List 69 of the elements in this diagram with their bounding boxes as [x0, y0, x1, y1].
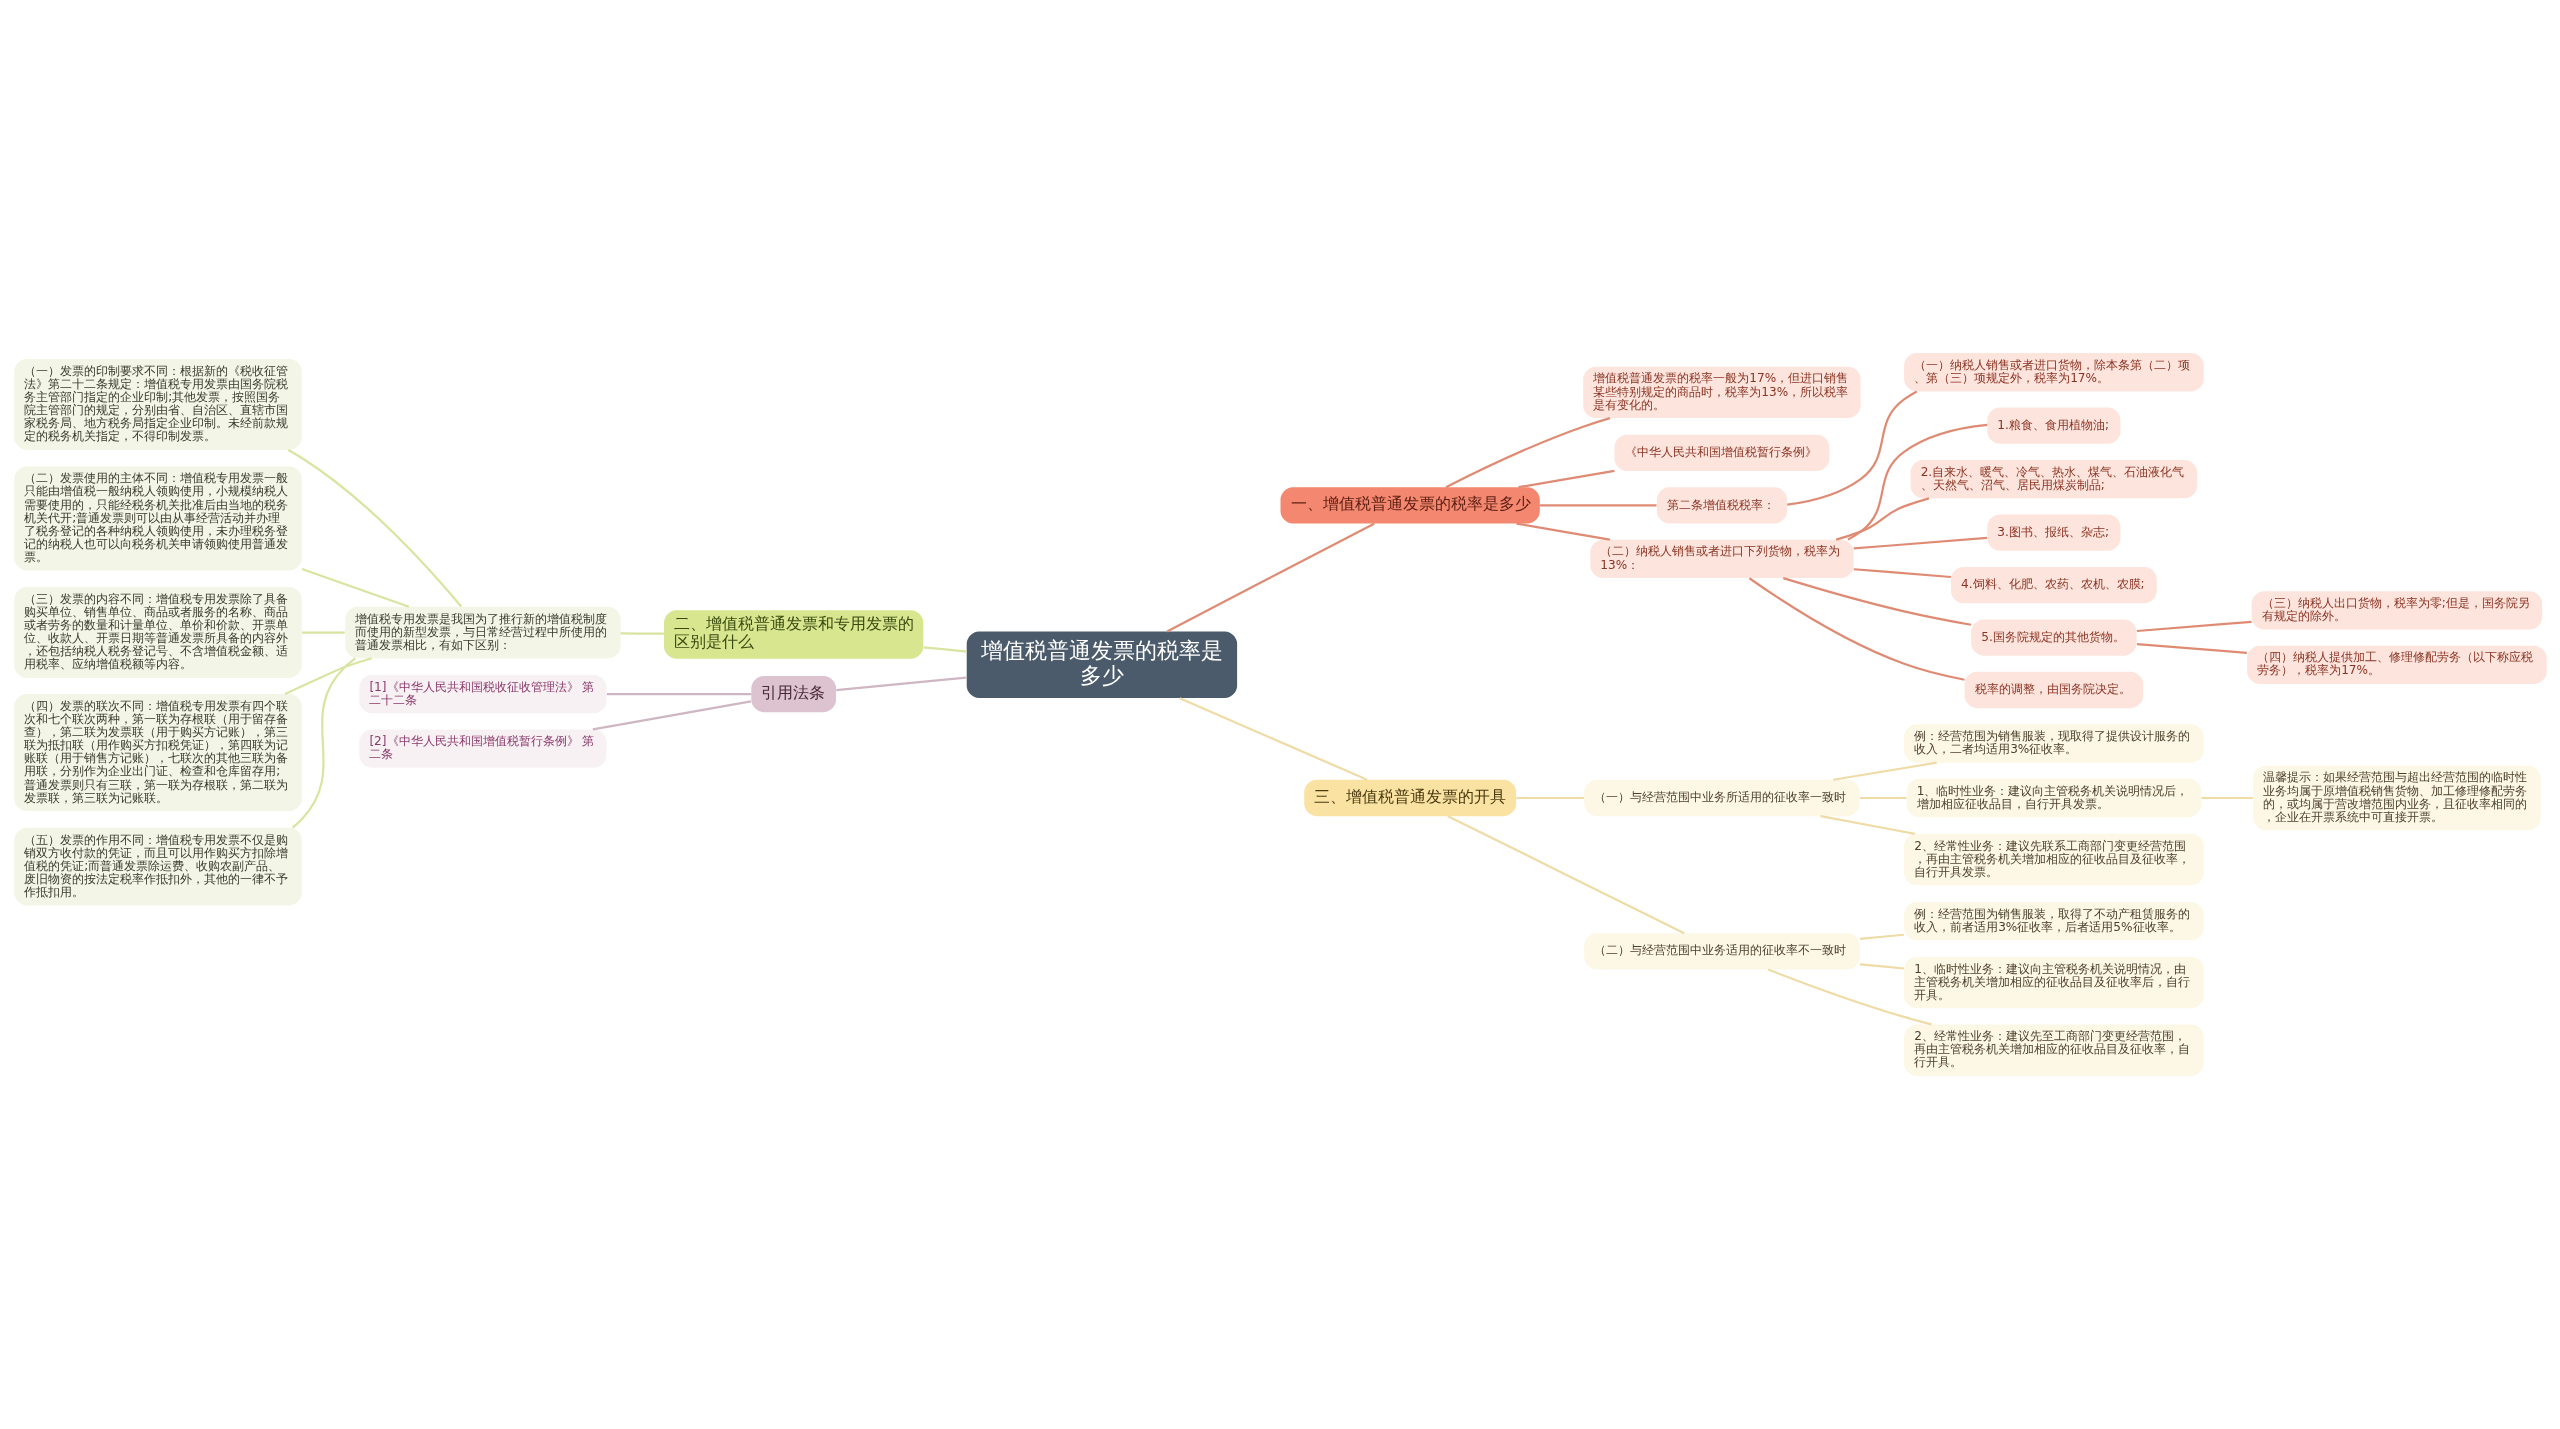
connector — [301, 567, 409, 608]
connector — [1819, 815, 1915, 835]
node-box: （四）纳税人提供加工、修理修配劳务（以下称应税劳务），税率为17%。 — [2246, 645, 2547, 684]
node-box: 例：经营范围为销售服装，取得了不动产租赁服务的收入，前者适用3%征收率，后者适用5%征收率。 — [1903, 901, 2204, 941]
node-box: [2]《中华人民共和国增值税暂行条例》 第二条 — [358, 729, 606, 768]
connector — [284, 657, 372, 695]
connector — [1767, 968, 1932, 1026]
connector — [606, 692, 751, 696]
node-box: 增值税专用发票是我国为了推行新的增值税制度而使用的新型发票，与日常经营过程中所使用的普通发票相比，有如下区别： — [344, 606, 621, 659]
node-box: 增值税普通发票的税率一般为17%，但进口销售某些特别规定的商品时，税率为13%，所以税率是有变化的。 — [1582, 366, 1861, 419]
node-box: 三、增值税普通发票的开具 — [1303, 779, 1516, 817]
node-box: （二）发票使用的主体不同：增值税专用发票一般只能由增值税一般纳税人领购使用，小规模纳税人需要使用的，只能经税务机关批准后由当地的税务机关代开;普通发票则可以由从事经营活动并办理了税务登记的各种纳税人领购使用，未办理税务登记的纳税人也可以向税务机关申请领购使用普通发票。 — [13, 466, 302, 571]
node-box: （一）纳税人销售或者进口货物，除本条第（二）项、第（三）项规定外，税率为17%。 — [1903, 353, 2204, 392]
node-box: 1.粮食、食用植物油; — [1986, 407, 2120, 444]
connector — [620, 632, 664, 635]
node-box: 2、经常性业务：建议先至工商部门变更经营范围，再由主管税务机关增加相应的征收品目及征收率，自行开具。 — [1903, 1024, 2204, 1076]
connector — [592, 700, 751, 731]
node-box: 二、增值税普通发票和专用发票的区别是什么 — [663, 610, 923, 659]
node-box: 例：经营范围为销售服装，现取得了提供设计服务的收入，二者均适用3%征收率。 — [1903, 724, 2204, 763]
connector — [1782, 577, 1971, 626]
node-box: （一）与经营范围中业务所适用的征收率一致时 — [1583, 779, 1860, 817]
node-box: 《中华人民共和国增值税暂行条例》 — [1613, 434, 1829, 472]
connector — [1515, 522, 1610, 541]
node-box: （二）与经营范围中业务适用的征收率不一致时 — [1583, 933, 1860, 970]
node-box: 增值税普通发票的税率是多少 — [966, 631, 1237, 699]
connector — [1859, 933, 1904, 940]
connector — [1517, 469, 1615, 489]
node-box: 4.饲料、化肥、农药、农机、农膜; — [1950, 566, 2157, 604]
connector — [287, 449, 462, 608]
connector — [1166, 522, 1375, 633]
connector — [291, 657, 356, 829]
node-box: （五）发票的作用不同：增值税专用发票不仅是购销双方收付款的凭证，而且可以用作购买方扣除增值税的凭证;而普通发票除运费、收购农副产品、废旧物资的按法定税率作抵扣外，其他的一律不予作抵扣用。 — [13, 827, 302, 906]
node-box: 5.国务院规定的其他货物。 — [1970, 619, 2137, 656]
connector — [1748, 577, 1965, 681]
connector — [1859, 796, 1906, 800]
connector — [1446, 815, 1685, 935]
connector — [1832, 761, 1937, 781]
connector — [1853, 536, 1987, 550]
connector — [301, 631, 345, 634]
node-box: 第二条增值税税率： — [1656, 487, 1787, 524]
node-box: 一、增值税普通发票的税率是多少 — [1280, 487, 1540, 524]
connector — [2136, 643, 2247, 654]
connector — [1786, 390, 1917, 506]
connector — [1853, 568, 1951, 579]
connector — [1178, 697, 1368, 781]
connector — [2201, 796, 2253, 800]
node-box: （一）发票的印制要求不同：根据新的《税收征管法》第二十二条规定：增值税专用发票由国务院税务主管部门指定的企业印制;其他发票，按照国务院主管部门的规定，分别由省、自治区、直辖市国家税务局、地方税务局指定企业印制。未经前款规定的税务机关指定，不得印制发票。 — [13, 359, 302, 450]
connector — [1835, 497, 1929, 541]
node-box: （四）发票的联次不同：增值税专用发票有四个联次和七个联次两种，第一联为存根联（用于留存备查），第二联为发票联（用于购买方记账），第三联为抵扣联（用作购买方扣税凭证），第四联为记账联（用于销售方记账），七联次的其他三联为备用联，分别作为企业出门证、检查和仓库留存用;普通发票则只有三联，第一联为存根联，第二联为发票联，第三联为记账联。 — [13, 694, 302, 812]
connector — [2136, 620, 2252, 633]
node-box: 税率的调整，由国务院决定。 — [1964, 671, 2143, 709]
node-box: （三）纳税人出口货物，税率为零;但是，国务院另有规定的除外。 — [2251, 591, 2542, 630]
node-box: [1]《中华人民共和国税收征收管理法》 第二十二条 — [358, 674, 606, 714]
connector — [1846, 423, 1987, 541]
node-box: （二）纳税人销售或者进口下列货物，税率为13%： — [1589, 539, 1854, 579]
connector — [1539, 504, 1656, 507]
connector — [1859, 963, 1904, 970]
connector — [1515, 796, 1584, 800]
node-box: 2.自来水、暖气、冷气、热水、煤气、石油液化气、天然气、沼气、居民用煤炭制品; — [1910, 460, 2197, 499]
node-box: 3.图书、报纸、杂志; — [1986, 514, 2120, 551]
connector — [923, 646, 967, 653]
node-box: 引用法条 — [750, 675, 836, 713]
connector — [835, 676, 967, 692]
node-box: 温馨提示：如果经营范围与超出经营范围的临时性业务均属于原增值税销售货物、加工修理修配劳务的，或均属于营改增范围内业务，且征收率相同的，企业在开票系统中可直接开票。 — [2252, 765, 2541, 831]
node-box: （三）发票的内容不同：增值税专用发票除了具备购买单位、销售单位、商品或者服务的名称、商品或者劳务的数量和计量单位、单价和价款、开票单位、收款人、开票日期等普通发票所具备的内容外，还包括纳税人税务登记号、不含增值税金额、适用税率、应纳增值税额等内容。 — [13, 587, 302, 678]
node-box: 1、临时性业务：建议向主管税务机关说明情况后，增加相应征收品目，自行开具发票。 — [1906, 778, 2201, 818]
node-box: 2、经常性业务：建议先联系工商部门变更经营范围，再由主管税务机关增加相应的征收品目及征收率，自行开具发票。 — [1903, 833, 2204, 886]
connector — [1444, 417, 1610, 489]
node-box: 1、临时性业务：建议向主管税务机关说明情况，由主管税务机关增加相应的征收品目及征收率后，自行开具。 — [1903, 956, 2204, 1009]
